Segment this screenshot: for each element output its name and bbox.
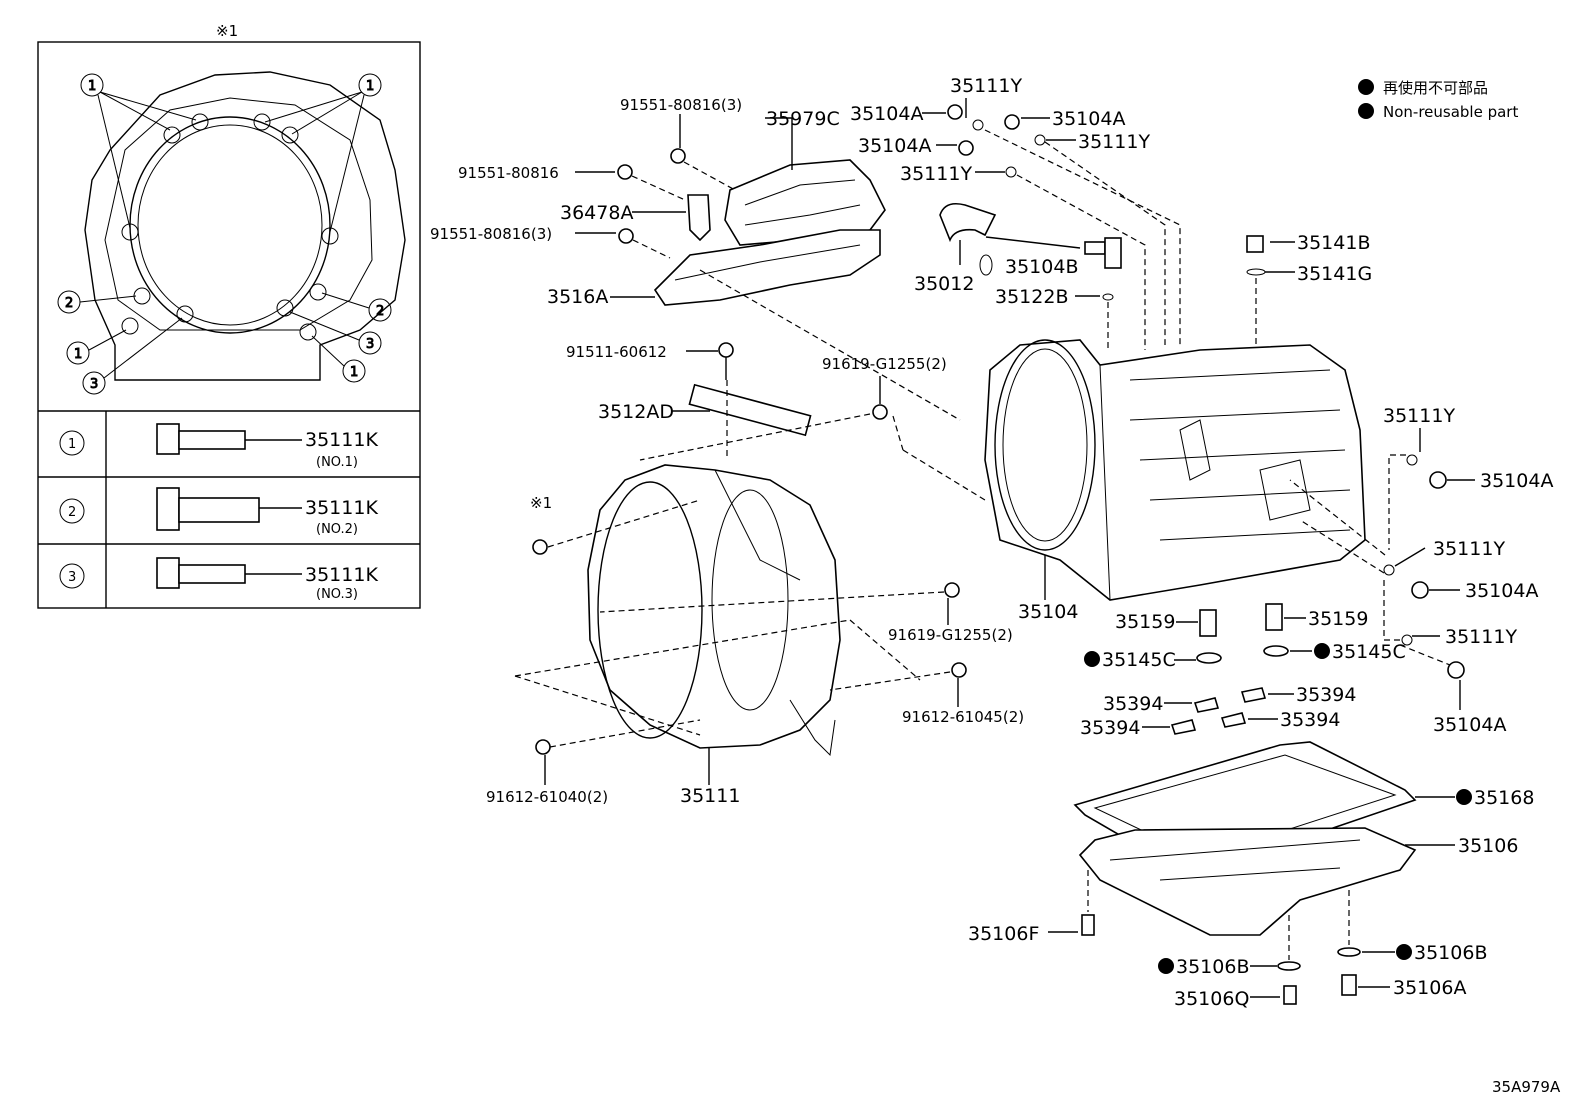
label-35394-b: 35394 — [1296, 684, 1356, 706]
label-35106A: 35106A — [1393, 977, 1466, 999]
svg-text:1: 1 — [366, 79, 374, 94]
label-35141B: 35141B — [1297, 232, 1370, 254]
label-35111Y-r1: 35111Y — [1383, 405, 1455, 427]
label-91619-G1255-2-mid: 91619-G1255(2) — [888, 626, 1013, 644]
label-91551-80816-3-top: 91551-80816(3) — [620, 96, 742, 114]
svg-text:1: 1 — [88, 79, 96, 94]
label-35141G: 35141G — [1297, 263, 1372, 285]
diagram-code: 35A979A — [1492, 1078, 1561, 1096]
svg-text:35111K: 35111K — [305, 564, 378, 586]
oil-pan-35106 — [1078, 827, 1417, 936]
label-35106Q: 35106Q — [1174, 988, 1249, 1010]
label-91551-80816: 91551-80816 — [458, 164, 559, 182]
svg-text:(NO.1): (NO.1) — [316, 455, 358, 470]
sensor-35104B — [1104, 237, 1122, 269]
label-35111Y-tr: 35111Y — [1078, 131, 1150, 153]
label-91511-60612: 91511-60612 — [566, 343, 667, 361]
label-35394-d: 35394 — [1280, 709, 1340, 731]
bracket-36478A — [687, 194, 711, 242]
inset-title: ※1 — [216, 22, 238, 40]
bracket-3512AD — [688, 383, 812, 437]
inset-callouts: 1 1 2 2 1 3 3 1 — [57, 73, 392, 395]
label-91612-61045-2: 91612-61045(2) — [902, 708, 1024, 726]
covers-group — [617, 148, 886, 306]
transmission-case-35104 — [984, 339, 1366, 601]
label-35104A-r2: 35104A — [1465, 580, 1538, 602]
label-35104A-ml: 35104A — [858, 135, 931, 157]
legend-jp: 再使用不可部品 — [1383, 79, 1488, 97]
svg-text:(NO.2): (NO.2) — [316, 522, 358, 537]
label-35106B-r: 35106B — [1414, 942, 1487, 964]
label-35104A-tl: 35104A — [850, 103, 923, 125]
svg-text:3: 3 — [366, 337, 374, 352]
svg-text:3: 3 — [68, 570, 76, 585]
svg-text:2: 2 — [65, 296, 73, 311]
legend-en: Non-reusable part — [1383, 103, 1518, 121]
part-labels: 91551-80816(3) 35979C 91551-80816 36478A… — [430, 75, 1553, 1010]
harness-35012 — [939, 202, 997, 243]
label-35104A-tr: 35104A — [1052, 108, 1125, 130]
label-91612-61040-2: 91612-61040(2) — [486, 788, 608, 806]
bellhousing-face-drawing — [84, 71, 406, 381]
label-35979C: 35979C — [766, 108, 840, 130]
label-35104: 35104 — [1018, 601, 1078, 623]
bolt-table-row-3: 3 35111K (NO.3) — [59, 557, 378, 602]
label-35104A-r1: 35104A — [1480, 470, 1553, 492]
label-35159-l: 35159 — [1115, 611, 1175, 633]
label-91551-80816-3-left: 91551-80816(3) — [430, 225, 552, 243]
label-35111Y-ml: 35111Y — [900, 163, 972, 185]
label-35111Y-r2: 35111Y — [1433, 538, 1505, 560]
label-35106B-l: 35106B — [1176, 956, 1249, 978]
label-35122B: 35122B — [995, 286, 1068, 308]
svg-text:2: 2 — [68, 505, 76, 520]
label-35106F: 35106F — [968, 923, 1039, 945]
label-35145C-l: 35145C — [1102, 649, 1176, 671]
label-35106: 35106 — [1458, 835, 1518, 857]
svg-text:35111K: 35111K — [305, 429, 378, 451]
svg-text:1: 1 — [74, 347, 82, 362]
svg-text:(NO.3): (NO.3) — [316, 587, 358, 602]
legend: 再使用不可部品 Non-reusable part — [1358, 79, 1518, 121]
inset-frame — [37, 41, 421, 609]
label-35104B: 35104B — [1005, 256, 1078, 278]
label-36478A: 36478A — [560, 202, 633, 224]
label-35394-a: 35394 — [1103, 693, 1163, 715]
label-35111Y-r3: 35111Y — [1445, 626, 1517, 648]
label-ref1: ※1 — [530, 494, 552, 512]
cover-3516A — [653, 229, 881, 306]
label-35159-r: 35159 — [1308, 608, 1368, 630]
svg-text:1: 1 — [350, 365, 358, 380]
label-35111Y-top: 35111Y — [950, 75, 1022, 97]
bolt-table-row-2: 2 35111K (NO.2) — [59, 487, 378, 537]
svg-text:2: 2 — [376, 304, 384, 319]
label-91619-G1255-2-top: 91619-G1255(2) — [822, 355, 947, 373]
label-35394-c: 35394 — [1080, 717, 1140, 739]
label-35104A-r3: 35104A — [1433, 714, 1506, 736]
svg-text:1: 1 — [68, 437, 76, 452]
svg-text:3: 3 — [90, 377, 98, 392]
inset-panel: ※1 1 1 2 — [37, 22, 421, 609]
label-3512AD: 3512AD — [598, 401, 674, 423]
label-3516A: 3516A — [547, 286, 608, 308]
label-35145C-r: 35145C — [1332, 641, 1406, 663]
svg-text:35111K: 35111K — [305, 497, 378, 519]
bolt-table-row-1: 1 35111K (NO.1) — [59, 423, 378, 470]
label-35111: 35111 — [680, 785, 740, 807]
label-35168: 35168 — [1474, 787, 1534, 809]
bellhousing-35111 — [587, 383, 841, 757]
label-35012: 35012 — [914, 273, 974, 295]
